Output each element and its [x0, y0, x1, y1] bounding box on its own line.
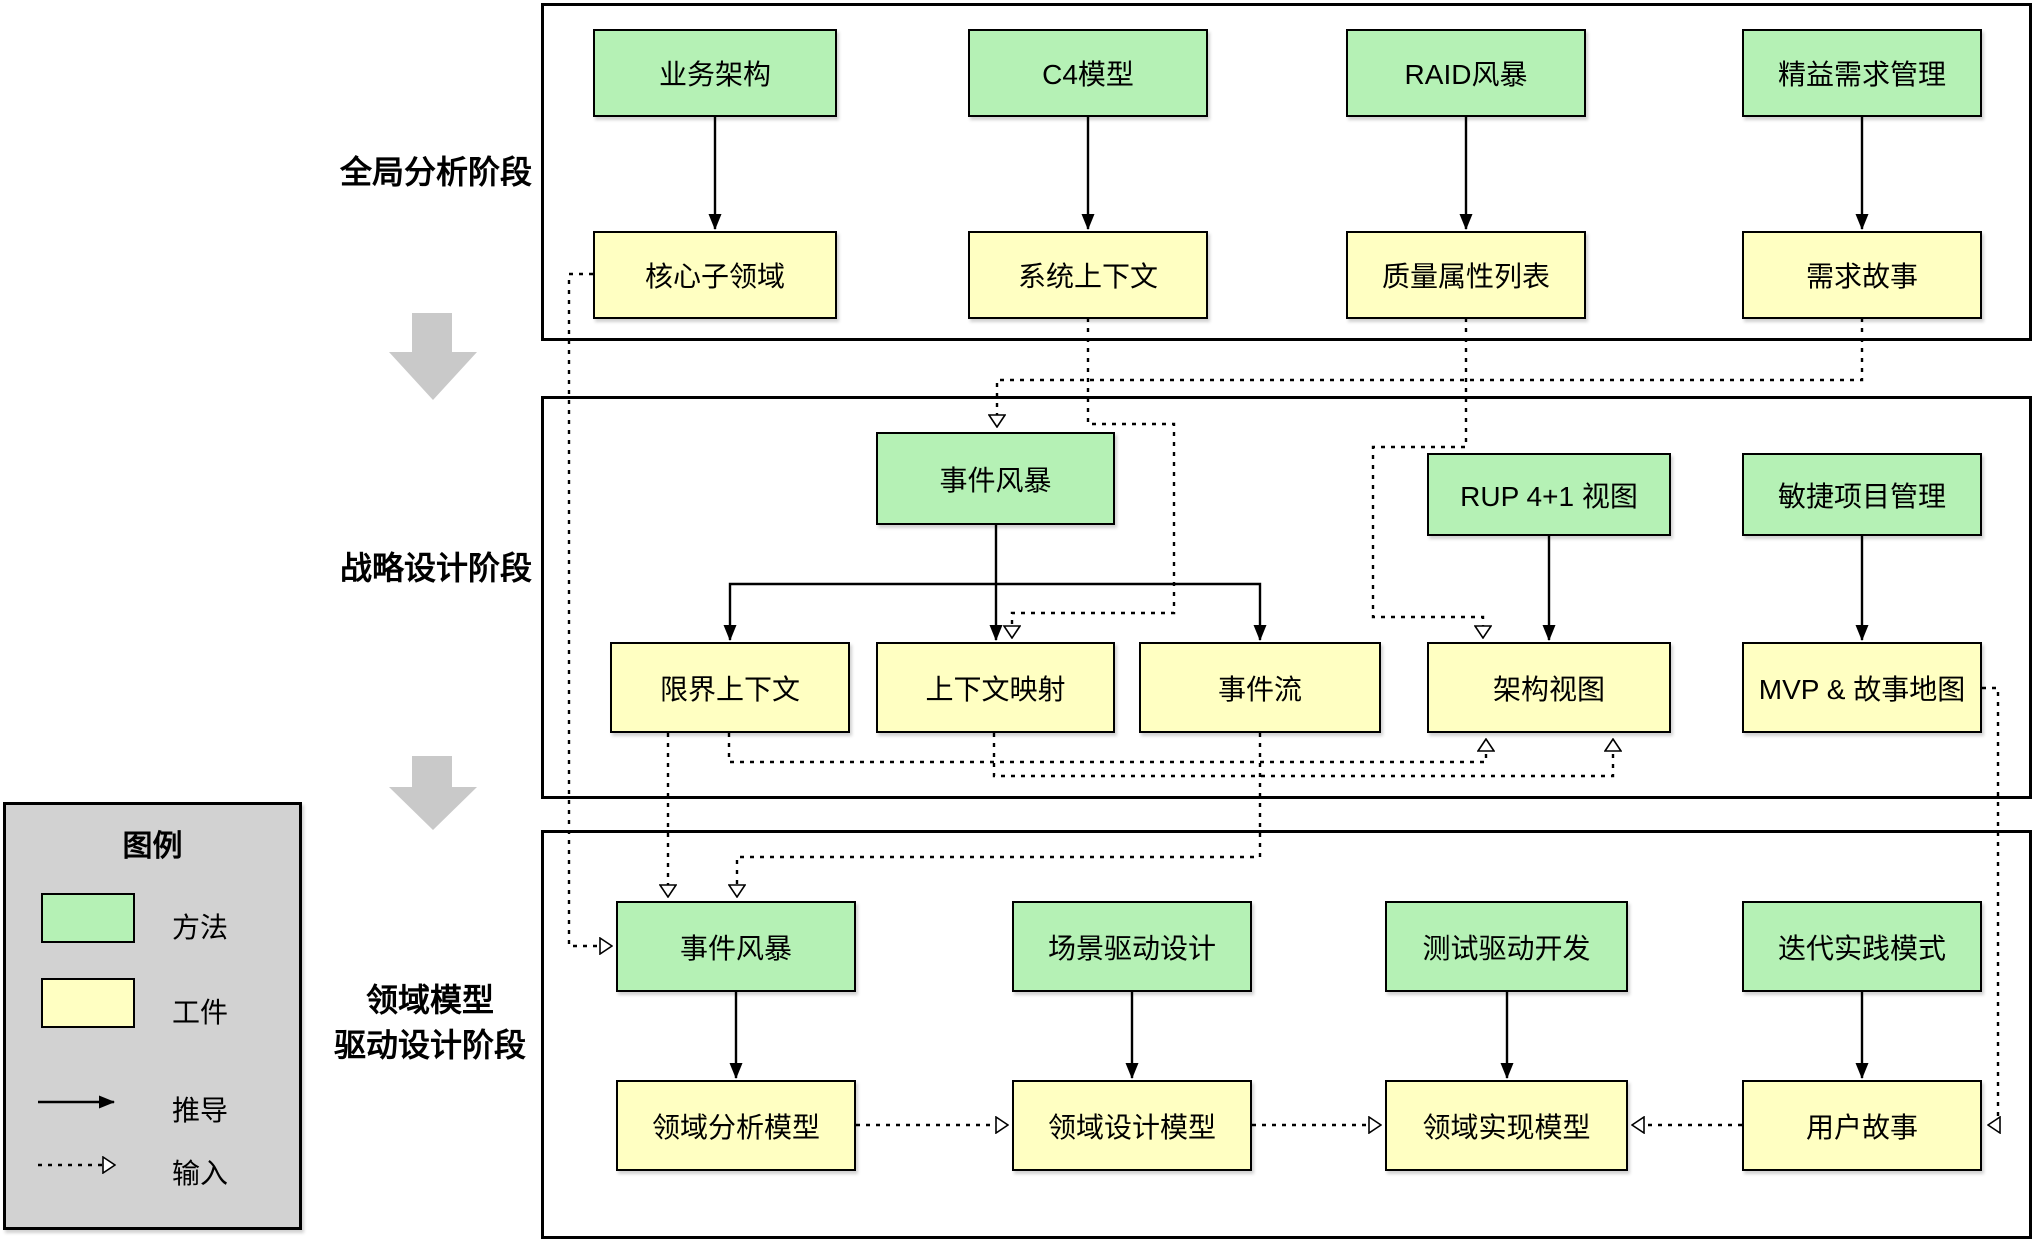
node-c4-model: C4模型 [968, 29, 1208, 117]
phase-3-container [541, 830, 2032, 1239]
phase-3-label-line2: 驱动设计阶段 [333, 1027, 526, 1063]
node-context-mapping: 上下文映射 [876, 642, 1115, 733]
node-iterative-practice-pattern: 迭代实践模式 [1742, 901, 1982, 992]
node-lean-requirement-mgmt: 精益需求管理 [1742, 29, 1982, 117]
node-quality-attribute-list: 质量属性列表 [1346, 231, 1586, 319]
node-requirement-story: 需求故事 [1742, 231, 1982, 319]
node-raid-storm: RAID风暴 [1346, 29, 1586, 117]
legend-method-label: 方法 [172, 912, 229, 943]
phase-3-label: 领域模型 驱动设计阶段 [322, 978, 538, 1068]
node-event-flow: 事件流 [1139, 642, 1381, 733]
legend-panel: 图例 方法 工件 推导 输入 [3, 802, 302, 1230]
phase-transition-arrow-2 [389, 756, 477, 830]
legend-artifact-swatch [41, 978, 135, 1028]
legend-input-label: 输入 [172, 1158, 229, 1189]
node-scenario-driven-design: 场景驱动设计 [1012, 901, 1252, 992]
legend-title: 图例 [122, 830, 183, 863]
phase-transition-arrow-1 [389, 313, 477, 400]
node-user-story: 用户故事 [1742, 1080, 1982, 1171]
node-system-context: 系统上下文 [968, 231, 1208, 319]
node-core-subdomain: 核心子领域 [593, 231, 837, 319]
phase-1-label: 全局分析阶段 [339, 154, 532, 190]
node-rup-41-views: RUP 4+1 视图 [1427, 453, 1671, 536]
node-mvp-story-map: MVP & 故事地图 [1742, 642, 1982, 733]
node-event-storming-domain: 事件风暴 [616, 901, 856, 992]
node-domain-design-model: 领域设计模型 [1012, 1080, 1252, 1171]
phase-2-label: 战略设计阶段 [339, 550, 532, 586]
node-business-architecture: 业务架构 [593, 29, 837, 117]
legend-method-swatch [41, 893, 135, 943]
node-domain-implementation-model: 领域实现模型 [1385, 1080, 1628, 1171]
node-architecture-view: 架构视图 [1427, 642, 1671, 733]
node-domain-analysis-model: 领域分析模型 [616, 1080, 856, 1171]
node-agile-project-mgmt: 敏捷项目管理 [1742, 453, 1982, 536]
node-event-storming-strategic: 事件风暴 [876, 432, 1115, 525]
node-bounded-context: 限界上下文 [610, 642, 850, 733]
phase-3-label-line1: 领域模型 [365, 982, 494, 1018]
legend-derive-label: 推导 [172, 1095, 229, 1126]
node-test-driven-development: 测试驱动开发 [1385, 901, 1628, 992]
legend-artifact-label: 工件 [172, 997, 229, 1028]
